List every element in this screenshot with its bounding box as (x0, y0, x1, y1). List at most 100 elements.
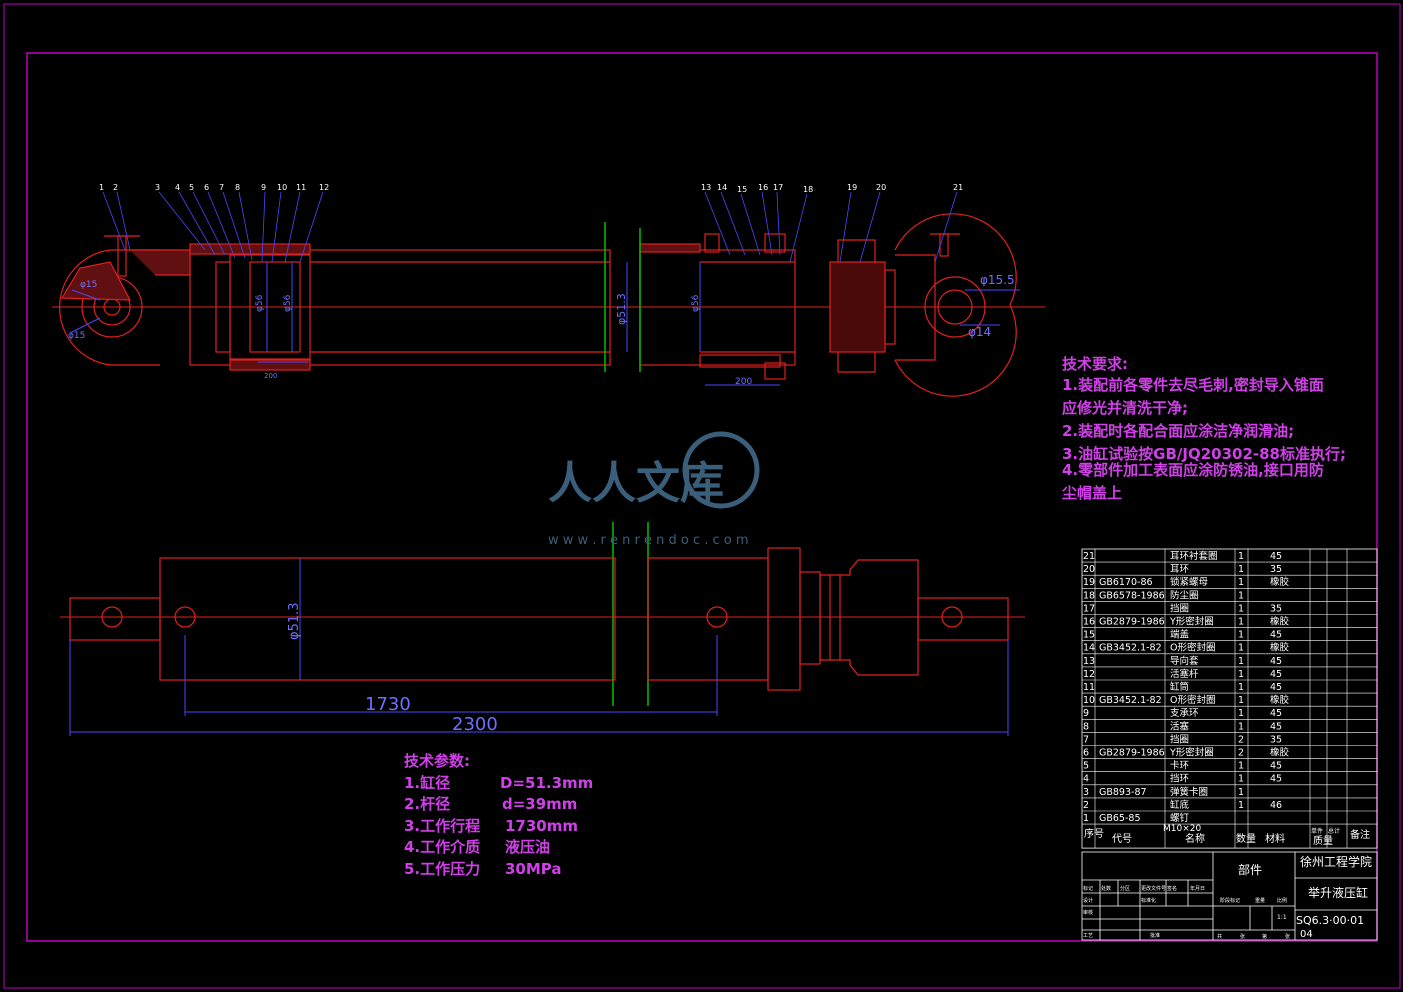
balloon-label: 8 (235, 183, 240, 192)
balloon-leader (178, 191, 216, 256)
tech-params: 技术参数: 1.缸径 D=51.3mm 2.杆径 d=39mm 3.工作行程 1… (404, 752, 593, 878)
bom-cell-code: GB6170-86 (1099, 577, 1153, 588)
balloon-label: 21 (953, 183, 963, 192)
tb-weight-label: 重量 (1255, 897, 1265, 904)
bom-cell-qty: 1 (1238, 617, 1244, 628)
bom-cell-qty: 1 (1238, 721, 1244, 732)
bom-cell-name: 锁紧螺母 (1170, 576, 1208, 588)
tech-req-title: 技术要求: (1062, 355, 1128, 373)
tb-title: 举升液压缸 (1308, 885, 1368, 900)
dim-dia: φ51.3 (287, 602, 302, 640)
bom-cell-no: 6 (1083, 748, 1089, 759)
title-block-texts: 部件 徐州工程学院 举升液压缸 SQ6.3·00·01 04 1:1 阶段标记 … (1083, 854, 1372, 940)
bom-cell-name: 端盖 (1170, 629, 1190, 641)
balloon-leader (222, 191, 246, 259)
bom-cell-qty: 1 (1238, 761, 1244, 772)
bom-cell-code: GB3452.1-82 (1099, 695, 1162, 706)
tech-req-line: 3.油缸试验按GB/JQ20302-88标准执行; (1062, 445, 1346, 463)
dim-right-d1: φ15.5 (980, 273, 1015, 287)
bom-cell-no: 2 (1083, 800, 1089, 811)
tb-label: 更改文件号 (1141, 885, 1166, 892)
bom-cell-no: 12 (1083, 669, 1095, 680)
bom-cell-name: 缸筒 (1170, 681, 1189, 693)
balloon-leader (116, 191, 131, 251)
balloon-label: 14 (717, 183, 727, 192)
bom-header-name: 名称 (1185, 832, 1205, 845)
bom-cell-name: Y形密封圈 (1169, 747, 1214, 759)
tech-param-value: 30MPa (505, 860, 562, 878)
tech-param-value: 1730mm (505, 817, 578, 835)
balloon-label: 15 (737, 185, 747, 194)
dim-d2: φ56 (283, 294, 293, 312)
bom-cell-name: 弹簧卡圈 (1170, 786, 1208, 798)
bom-cell-name: 导向套 (1170, 655, 1199, 667)
balloon-label: 16 (758, 183, 768, 192)
balloon-label: 7 (219, 183, 224, 192)
balloon-label: 18 (803, 185, 813, 194)
bom-cell-code: GB3452.1-82 (1099, 643, 1162, 654)
bom-cell-code: GB2879-1986 (1099, 748, 1165, 759)
bom-cell-mat: 46 (1270, 800, 1282, 811)
bom-cell-name: O形密封圈 (1170, 694, 1215, 706)
bom-cell-no: 3 (1083, 787, 1089, 798)
bom-cell-qty: 1 (1238, 787, 1244, 798)
tech-req-line: 应修光并清洗干净; (1062, 399, 1188, 417)
bom-header-single: 单件 (1311, 827, 1323, 835)
tb-label: 设计 (1083, 897, 1093, 904)
bom-cell-mat: 45 (1270, 721, 1282, 732)
dim-total: 2300 (452, 714, 498, 735)
balloon-label: 11 (296, 183, 306, 192)
tb-school: 徐州工程学院 (1300, 854, 1372, 869)
balloon-label: 19 (847, 183, 857, 192)
bom-cell-qty: 1 (1238, 669, 1244, 680)
tech-req-line: 4.零部件加工表面应涂防锈油,接口用防 (1062, 461, 1324, 479)
bom-cell-mat: 45 (1270, 708, 1282, 719)
tb-part: 部件 (1238, 862, 1262, 877)
balloon-label: 3 (155, 183, 160, 192)
balloon-label: 20 (876, 183, 886, 192)
bom-frame (1081, 548, 1378, 849)
bom-header-total: 总计 (1328, 827, 1340, 835)
bom-cell-mat: 35 (1270, 734, 1282, 745)
balloon-leader (261, 191, 266, 263)
balloon-leader (158, 191, 206, 251)
bom-cell-qty: 1 (1238, 630, 1244, 641)
balloon-label: 13 (701, 183, 711, 192)
bom-cell-name: 挡圈 (1170, 733, 1189, 745)
title-block (1081, 851, 1378, 941)
balloon-leader (299, 191, 324, 263)
tb-sheet-label: 共 (1217, 933, 1222, 940)
bom-cell-qty: 1 (1238, 577, 1244, 588)
balloon-leaders (102, 191, 958, 263)
bom-cell-mat: 橡胶 (1270, 694, 1290, 706)
balloon-leader (740, 193, 761, 256)
bom-cell-code: GB893-87 (1099, 787, 1147, 798)
tech-req-line: 1.装配前各零件去尽毛刺,密封导入锥面 (1062, 376, 1324, 394)
tech-param-label: 4.工作介质 (404, 838, 480, 856)
bom-cell-mat: 橡胶 (1270, 576, 1290, 588)
bom-cell-qty: 1 (1238, 800, 1244, 811)
balloon-leader (761, 191, 773, 256)
watermark: 人人文库 w w w . r e n r e n d o c . c o m (548, 431, 760, 548)
bom-cell-name: Y形密封圈 (1169, 616, 1214, 628)
tech-param-label: 5.工作压力 (404, 860, 480, 878)
bom-cell-mat: 橡胶 (1270, 642, 1290, 654)
bom-cell-no: 19 (1083, 577, 1095, 588)
bom-cell-mat: 45 (1270, 761, 1282, 772)
bom-cell-mat: 45 (1270, 551, 1282, 562)
balloon-leader (207, 191, 236, 259)
inner-frame (26, 52, 1378, 942)
balloon-label: 6 (204, 183, 209, 192)
bom-cell-qty: 1 (1238, 695, 1244, 706)
bom-cell-qty: 1 (1238, 590, 1244, 601)
bom-cell-qty: 1 (1238, 564, 1244, 575)
tech-param-label: 3.工作行程 (404, 817, 480, 835)
bom-cell-mat: 35 (1270, 603, 1282, 614)
bom-extra: M10×20 (1163, 824, 1201, 834)
tb-label: 分区 (1120, 885, 1130, 892)
tb-label: 处数 (1101, 885, 1111, 892)
balloon-leader (934, 191, 958, 263)
tb-stage-label: 阶段标记 (1220, 897, 1240, 904)
